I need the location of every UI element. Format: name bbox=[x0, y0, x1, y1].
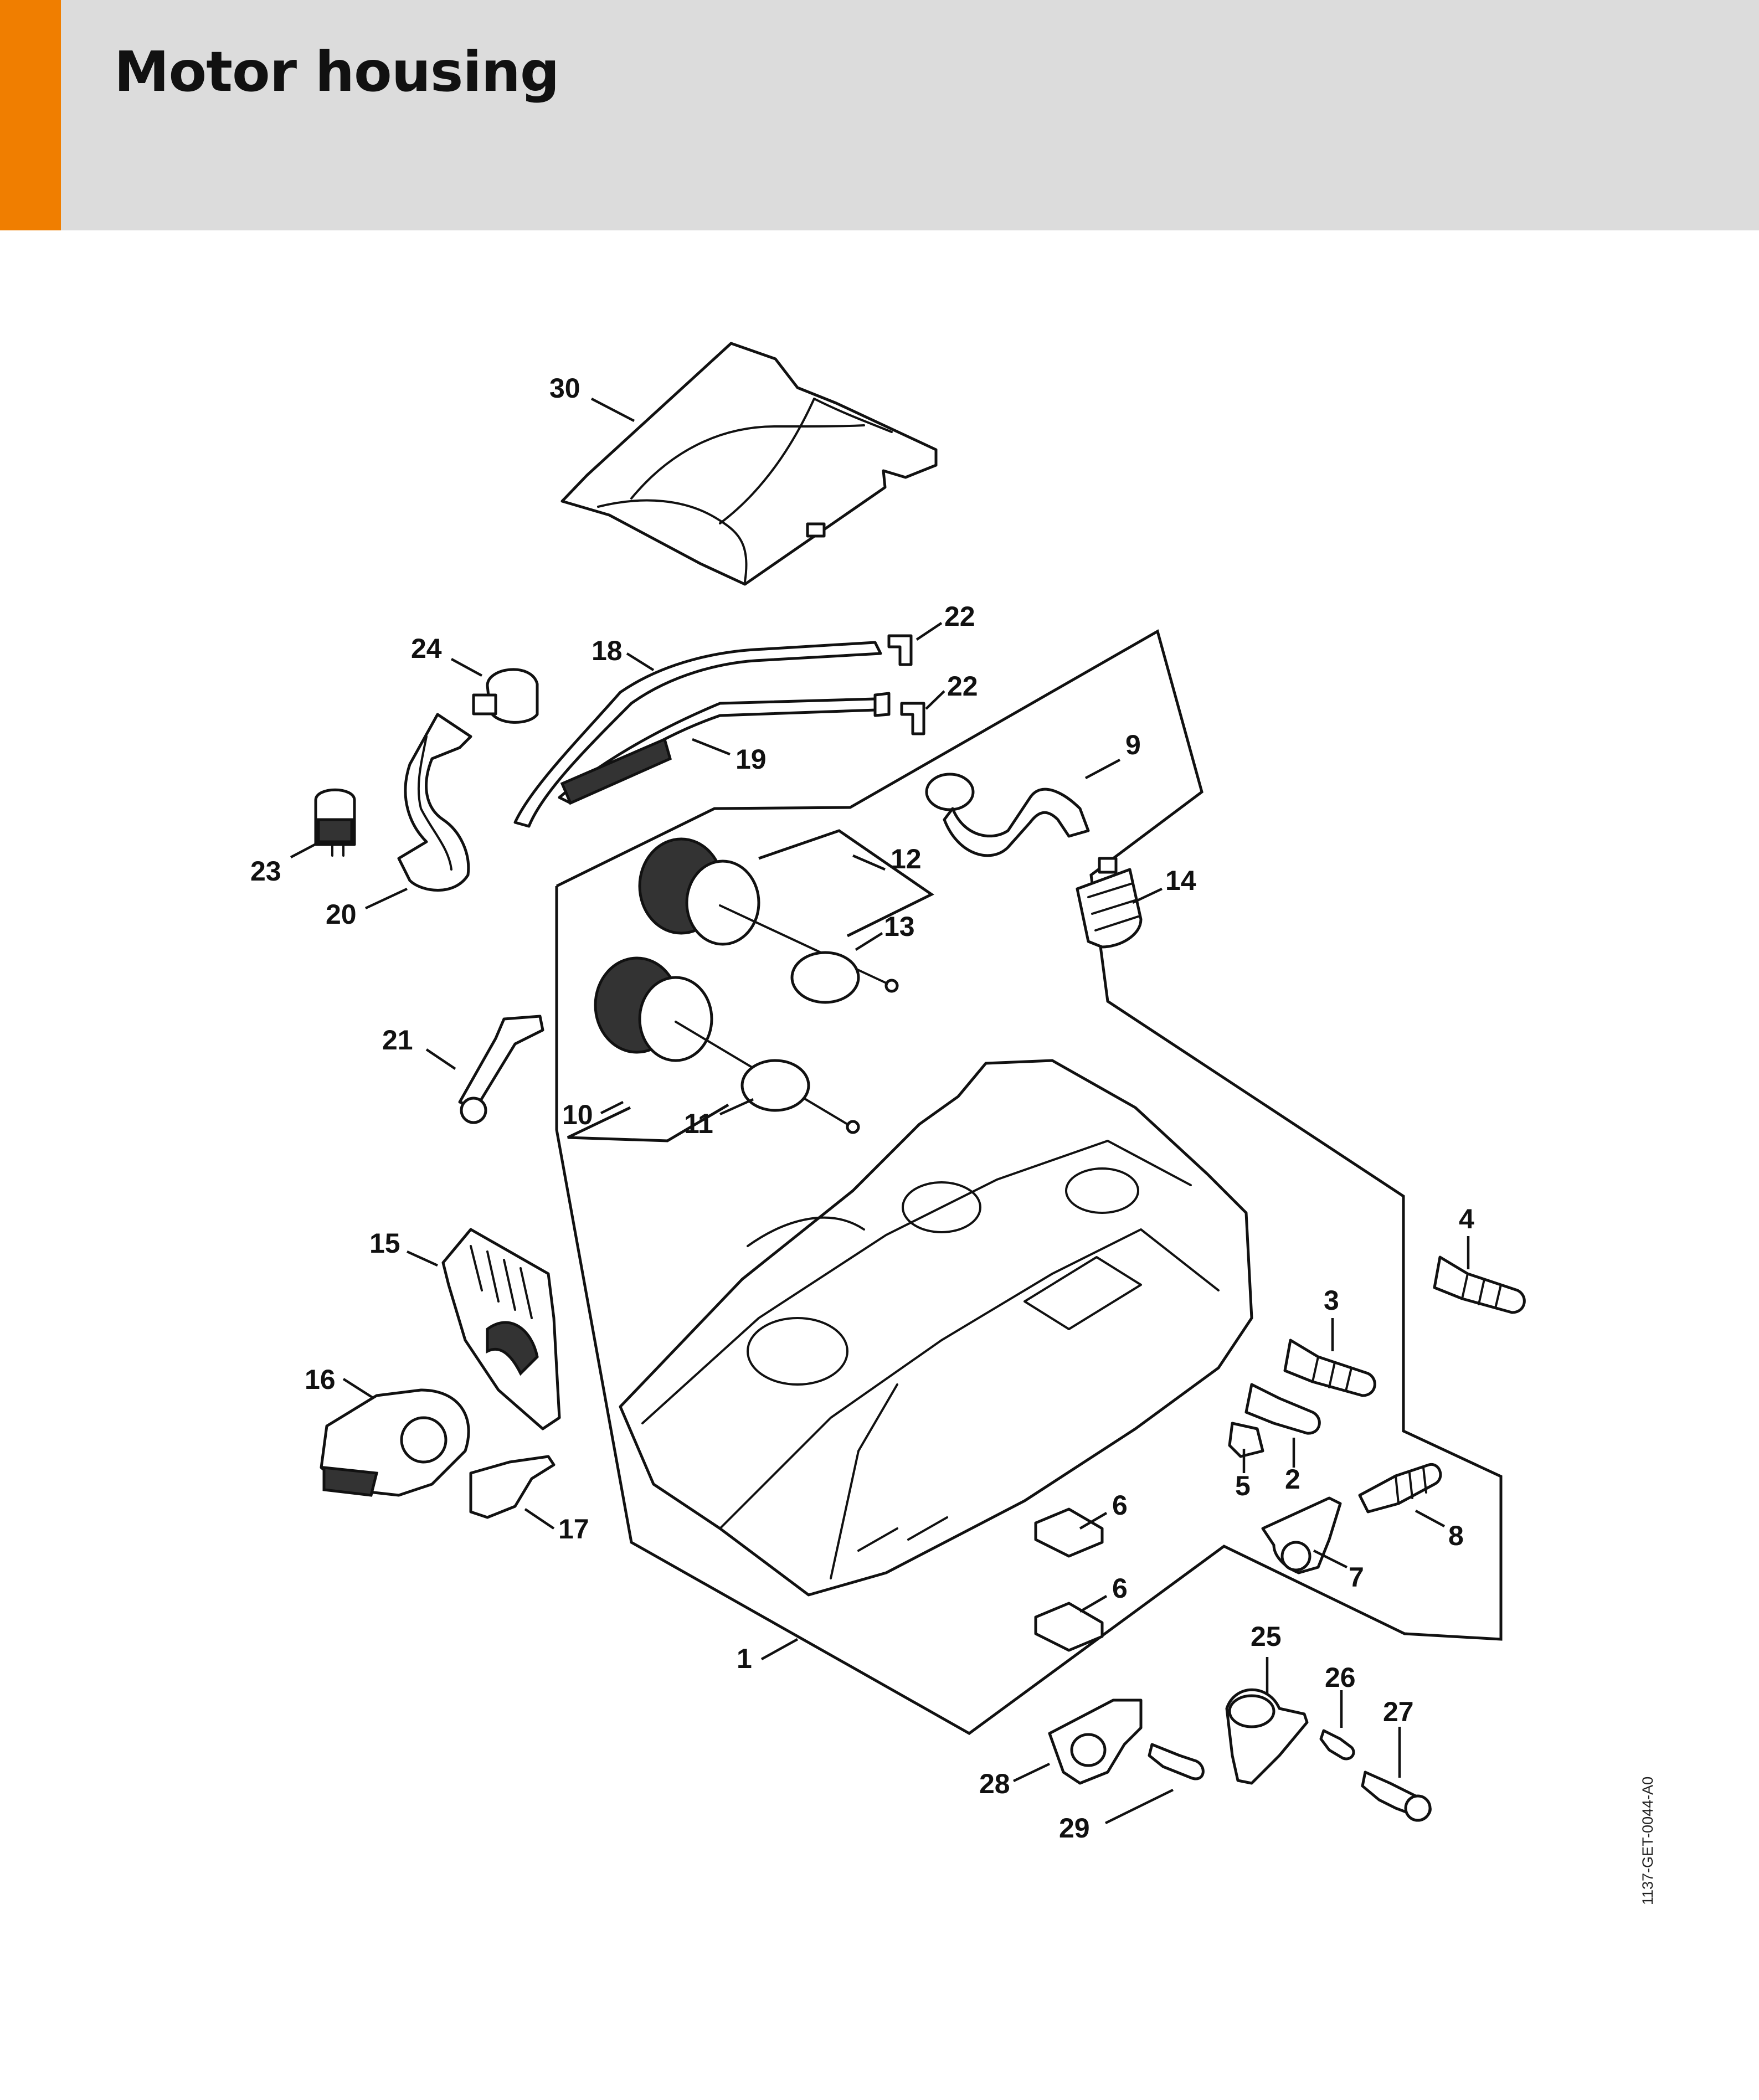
callout-14: 14 bbox=[1165, 865, 1196, 896]
leader-7 bbox=[1313, 1549, 1348, 1569]
callout-19: 19 bbox=[736, 744, 767, 775]
page-title: Motor housing bbox=[114, 39, 560, 104]
callout-7: 7 bbox=[1349, 1562, 1364, 1593]
leader-12 bbox=[852, 854, 886, 871]
callout-12: 12 bbox=[891, 843, 922, 874]
leader-21 bbox=[425, 1048, 456, 1070]
part-20-rod bbox=[397, 713, 472, 892]
leader-18 bbox=[626, 652, 655, 671]
leader-8 bbox=[1415, 1510, 1446, 1527]
assembly-frame-main bbox=[555, 629, 1503, 1735]
callout-21: 21 bbox=[382, 1025, 413, 1056]
callout-4: 4 bbox=[1459, 1203, 1474, 1234]
callout-24: 24 bbox=[411, 633, 442, 664]
drawing-code: 1137-GET-0044-A0 bbox=[1639, 1776, 1656, 1905]
part-1-motor-housing bbox=[619, 1059, 1253, 1597]
part-10-oil-pump bbox=[594, 956, 860, 1134]
leader-6a bbox=[1079, 1512, 1108, 1530]
part-11-o-ring bbox=[740, 1059, 810, 1112]
callout-22-upper: 22 bbox=[944, 601, 975, 632]
callout-2: 2 bbox=[1285, 1464, 1300, 1495]
part-6-bumper-lower bbox=[1034, 1602, 1104, 1652]
leader-16 bbox=[342, 1378, 375, 1399]
callout-17: 17 bbox=[558, 1514, 589, 1545]
callout-6-lower: 6 bbox=[1112, 1573, 1128, 1604]
callout-3: 3 bbox=[1324, 1285, 1339, 1316]
leader-14 bbox=[1132, 887, 1163, 904]
part-17-clip bbox=[469, 1455, 556, 1519]
leader-28 bbox=[1013, 1762, 1050, 1783]
leader-23 bbox=[290, 841, 321, 858]
part-6-bumper-upper bbox=[1034, 1507, 1104, 1558]
callout-30: 30 bbox=[549, 373, 580, 404]
leader-1 bbox=[760, 1638, 799, 1660]
callout-23: 23 bbox=[250, 856, 281, 887]
leader-9 bbox=[1084, 759, 1121, 779]
part-8-screw bbox=[1358, 1463, 1442, 1514]
part-27-screw bbox=[1361, 1770, 1432, 1822]
part-26-screw bbox=[1319, 1729, 1355, 1761]
accent-stripe bbox=[0, 0, 61, 230]
callout-8: 8 bbox=[1448, 1520, 1464, 1551]
part-22-connector-upper bbox=[887, 634, 913, 666]
callout-25: 25 bbox=[1251, 1621, 1282, 1652]
part-12-oil-pump bbox=[638, 837, 899, 993]
callout-20: 20 bbox=[326, 899, 357, 930]
callout-22-lower: 22 bbox=[947, 671, 978, 702]
part-25-plate bbox=[1225, 1688, 1309, 1785]
part-16-catcher bbox=[320, 1388, 470, 1497]
leader-30 bbox=[590, 398, 635, 422]
part-29-screw bbox=[1148, 1743, 1205, 1780]
callout-6-upper: 6 bbox=[1112, 1490, 1128, 1521]
part-13-o-ring bbox=[790, 951, 860, 1004]
bracket-12-13 bbox=[758, 829, 934, 938]
callout-9: 9 bbox=[1125, 729, 1141, 760]
header-bar bbox=[0, 0, 1759, 230]
leader-11 bbox=[719, 1098, 754, 1116]
callout-11: 11 bbox=[684, 1108, 713, 1139]
part-30-cover bbox=[560, 342, 938, 586]
part-24-button bbox=[472, 668, 539, 724]
callout-27: 27 bbox=[1383, 1696, 1414, 1727]
part-4-stud bbox=[1433, 1255, 1526, 1314]
bracket-10-11 bbox=[567, 1103, 729, 1142]
leader-24 bbox=[450, 658, 483, 677]
leader-13 bbox=[855, 932, 883, 951]
callout-26: 26 bbox=[1325, 1662, 1356, 1693]
part-22-connector-lower bbox=[900, 702, 925, 735]
part-28-bracket bbox=[1048, 1698, 1143, 1785]
callout-13: 13 bbox=[884, 911, 915, 942]
part-9-oil-hose bbox=[925, 773, 1090, 857]
leader-22a bbox=[915, 622, 943, 641]
callout-18: 18 bbox=[592, 635, 623, 666]
callout-29: 29 bbox=[1059, 1813, 1090, 1844]
part-5-sleeve bbox=[1228, 1422, 1264, 1458]
part-18-19-hoses bbox=[513, 641, 891, 828]
leader-22b bbox=[925, 690, 945, 710]
leader-6b bbox=[1079, 1595, 1108, 1613]
leader-29 bbox=[1105, 1788, 1174, 1825]
part-7-spring bbox=[1261, 1496, 1342, 1574]
leader-17 bbox=[524, 1508, 555, 1530]
callout-15: 15 bbox=[369, 1228, 400, 1259]
part-2-stud bbox=[1244, 1383, 1321, 1435]
part-21-tube bbox=[458, 1015, 544, 1124]
callout-28: 28 bbox=[979, 1768, 1010, 1799]
leader-10 bbox=[600, 1100, 624, 1115]
leader-15 bbox=[407, 1250, 438, 1267]
part-15-guide bbox=[441, 1228, 561, 1430]
leader-19 bbox=[692, 738, 731, 756]
callout-16: 16 bbox=[305, 1364, 336, 1395]
part-14-filter bbox=[1076, 857, 1143, 949]
callout-10: 10 bbox=[562, 1099, 593, 1130]
part-23-switch bbox=[314, 788, 356, 857]
part-3-stud bbox=[1283, 1339, 1376, 1397]
callout-5: 5 bbox=[1235, 1470, 1251, 1501]
leader-20 bbox=[365, 887, 408, 910]
callout-1: 1 bbox=[737, 1643, 752, 1674]
